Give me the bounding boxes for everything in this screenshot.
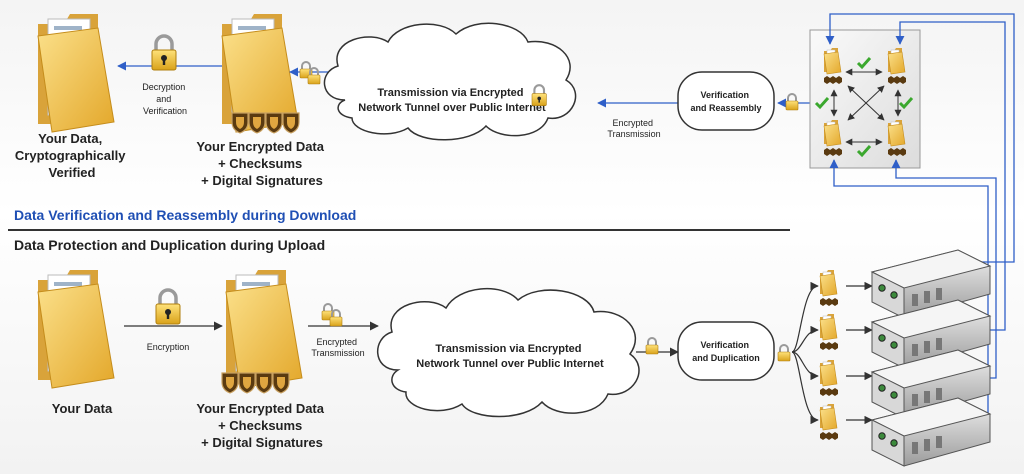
duplication-node: [677, 321, 775, 381]
shield-icon: [221, 372, 239, 394]
encrypted-data-label: Your Encrypted Data + Checksums + Digita…: [196, 139, 327, 188]
upload-section-title: Data Protection and Duplication during U…: [14, 237, 325, 253]
cloud-label: Transmission via Encrypted Network Tunne…: [358, 87, 546, 114]
internet-cloud: [323, 22, 577, 141]
reassembly-node: [677, 71, 775, 131]
duplication-label: Verification and Duplication: [692, 340, 760, 363]
shield-icon: [282, 112, 300, 134]
shield-icon: [272, 372, 290, 394]
shield-icon: [265, 112, 283, 134]
encrypted-data-label: Your Encrypted Data + Checksums + Digita…: [196, 401, 327, 450]
source-folder-icon: [37, 269, 115, 389]
lock-icon: [329, 309, 343, 327]
encrypt-label: Encryption: [147, 342, 190, 352]
shield-icon: [248, 112, 266, 134]
final-label: Your Data, Cryptographically Verified: [15, 131, 129, 180]
encrypted-folder-icon: [225, 269, 303, 389]
lock-icon: [645, 337, 659, 355]
chunk-folder-icon: [819, 313, 839, 351]
chunk-folder-icon: [819, 403, 839, 441]
lock-icon: [307, 67, 321, 85]
lock-icon: [785, 93, 799, 111]
cloud-label: Transmission via Encrypted Network Tunne…: [416, 343, 604, 370]
source-label: Your Data: [52, 401, 113, 416]
decrypt-label: Decryption and Verification: [142, 82, 188, 116]
verified-folder-icon: [37, 13, 115, 133]
internet-cloud: [376, 287, 640, 418]
reassembly-label: Verification and Reassembly: [690, 90, 761, 113]
lock-icon: [777, 344, 791, 362]
shield-icon: [231, 112, 249, 134]
shield-icon: [255, 372, 273, 394]
chunk-folder-icon: [819, 269, 839, 307]
transmit-label: Encrypted Transmission: [311, 337, 364, 358]
lock-icon: [150, 34, 178, 72]
download-section-title: Data Verification and Reassembly during …: [14, 207, 356, 223]
transmit-label: Encrypted Transmission: [607, 118, 660, 139]
chunk-folder-icon: [819, 359, 839, 397]
lock-icon: [154, 288, 182, 326]
shield-icon: [238, 372, 256, 394]
